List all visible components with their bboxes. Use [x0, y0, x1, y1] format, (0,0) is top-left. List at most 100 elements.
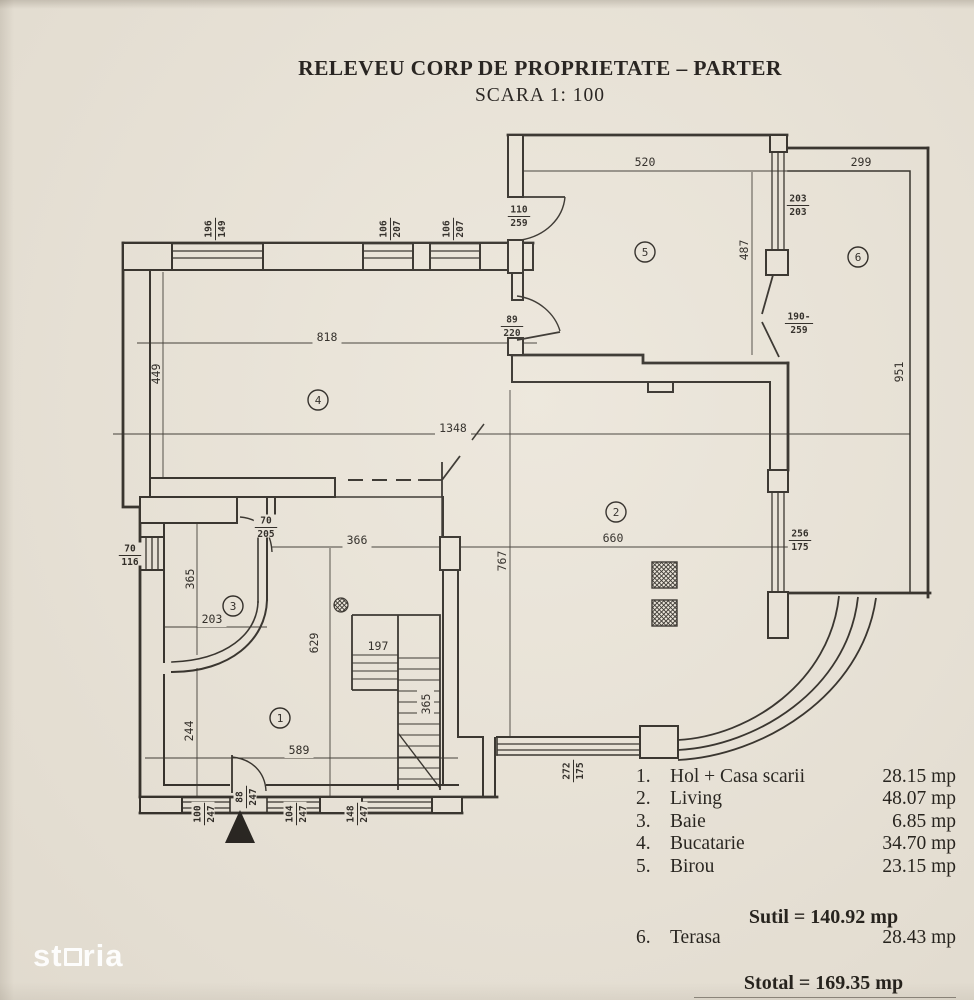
room-name: Baie — [670, 810, 706, 832]
svg-text:767: 767 — [495, 551, 509, 572]
svg-text:110: 110 — [510, 205, 527, 216]
svg-text:299: 299 — [851, 155, 872, 169]
svg-text:520: 520 — [635, 155, 656, 169]
svg-text:106: 106 — [442, 220, 453, 237]
room-name: Living — [670, 788, 722, 810]
svg-text:2: 2 — [613, 506, 620, 519]
room-number: 6. — [636, 927, 651, 948]
svg-text:203: 203 — [202, 612, 223, 626]
watermark-text-right: ria — [82, 938, 124, 973]
svg-text:70: 70 — [124, 544, 136, 555]
dim-label: 629 — [307, 633, 321, 654]
area-legend: 1. Hol + Casa scarii 28.15 mp 2. Living … — [636, 766, 956, 1000]
svg-text:660: 660 — [603, 531, 624, 545]
dim-label: 299 — [851, 155, 872, 169]
svg-text:207: 207 — [455, 220, 466, 237]
svg-text:951: 951 — [892, 362, 906, 383]
dim-label: 244 — [182, 721, 196, 742]
dim-label: 520 — [635, 155, 656, 169]
svg-text:3: 3 — [230, 600, 237, 613]
svg-text:247: 247 — [359, 805, 370, 822]
room-marker: 6 — [847, 246, 869, 268]
legend-row-hol: 1. Hol + Casa scarii 28.15 mp — [636, 766, 956, 788]
svg-text:70: 70 — [260, 516, 272, 527]
dim-label: 365 — [183, 569, 197, 590]
room-number: 3. — [636, 810, 651, 832]
room-marker: 5 — [634, 241, 656, 263]
svg-text:106: 106 — [379, 220, 390, 237]
svg-text:259: 259 — [790, 325, 807, 336]
total-underline — [694, 997, 956, 998]
dim-label: 487 — [737, 240, 751, 261]
room-name: Bucatarie — [670, 833, 745, 855]
bay-window-arcs — [677, 595, 877, 761]
legend-row-terasa: 6. Terasa 28.43 mp — [636, 927, 956, 949]
room-marker: 4 — [307, 389, 329, 411]
walls-exterior — [121, 133, 932, 815]
room-area: 34.70 mp — [882, 833, 956, 855]
room-area: 48.07 mp — [882, 788, 956, 810]
svg-text:1348: 1348 — [439, 421, 467, 435]
dim-label: 366 — [342, 531, 372, 548]
legend-row-living: 2. Living 48.07 mp — [636, 788, 956, 810]
dim-label: 203 — [197, 610, 227, 627]
room-marker: 1 — [269, 707, 291, 729]
svg-text:197: 197 — [368, 639, 389, 653]
room-area: 28.15 mp — [882, 766, 956, 787]
room-area: 6.85 mp — [892, 810, 956, 832]
svg-text:175: 175 — [791, 542, 808, 553]
room-name: Terasa — [670, 927, 721, 948]
window-lines — [145, 152, 785, 813]
svg-text:205: 205 — [257, 529, 274, 540]
svg-text:6: 6 — [855, 251, 862, 264]
svg-text:818: 818 — [317, 330, 338, 344]
svg-text:100: 100 — [193, 805, 204, 822]
scale-subtitle: SCARA 1: 100 — [474, 85, 606, 106]
room-number: 4. — [636, 833, 651, 855]
dim-label: 365 — [417, 689, 434, 719]
room-number: 2. — [636, 788, 651, 810]
dim-tick-slash — [471, 423, 485, 441]
svg-text:175: 175 — [575, 762, 586, 779]
door-symbols — [231, 196, 780, 793]
svg-text:365: 365 — [183, 569, 197, 590]
watermark-square-o-icon — [63, 948, 82, 966]
svg-text:148: 148 — [346, 805, 357, 822]
dim-label: 818 — [312, 328, 342, 345]
entrance-triangle-icon — [225, 810, 255, 843]
wall-piers — [122, 134, 789, 814]
room-marker: 3 — [222, 595, 244, 617]
svg-text:247: 247 — [298, 805, 309, 822]
room-number: 1. — [636, 766, 651, 787]
room-marker: 2 — [605, 501, 627, 523]
legend-rows: 1. Hol + Casa scarii 28.15 mp 2. Living … — [636, 766, 956, 878]
svg-text:247: 247 — [206, 805, 217, 822]
svg-text:196: 196 — [204, 220, 215, 237]
room-name: Birou — [670, 855, 715, 877]
dim-label: 660 — [598, 529, 628, 546]
svg-text:190-: 190- — [788, 312, 811, 323]
svg-text:1: 1 — [277, 712, 284, 725]
svg-text:589: 589 — [289, 743, 310, 757]
room-area: 23.15 mp — [882, 855, 956, 877]
svg-text:88: 88 — [235, 791, 246, 803]
svg-text:116: 116 — [121, 557, 138, 568]
svg-text:366: 366 — [347, 533, 368, 547]
staircase — [351, 614, 441, 790]
